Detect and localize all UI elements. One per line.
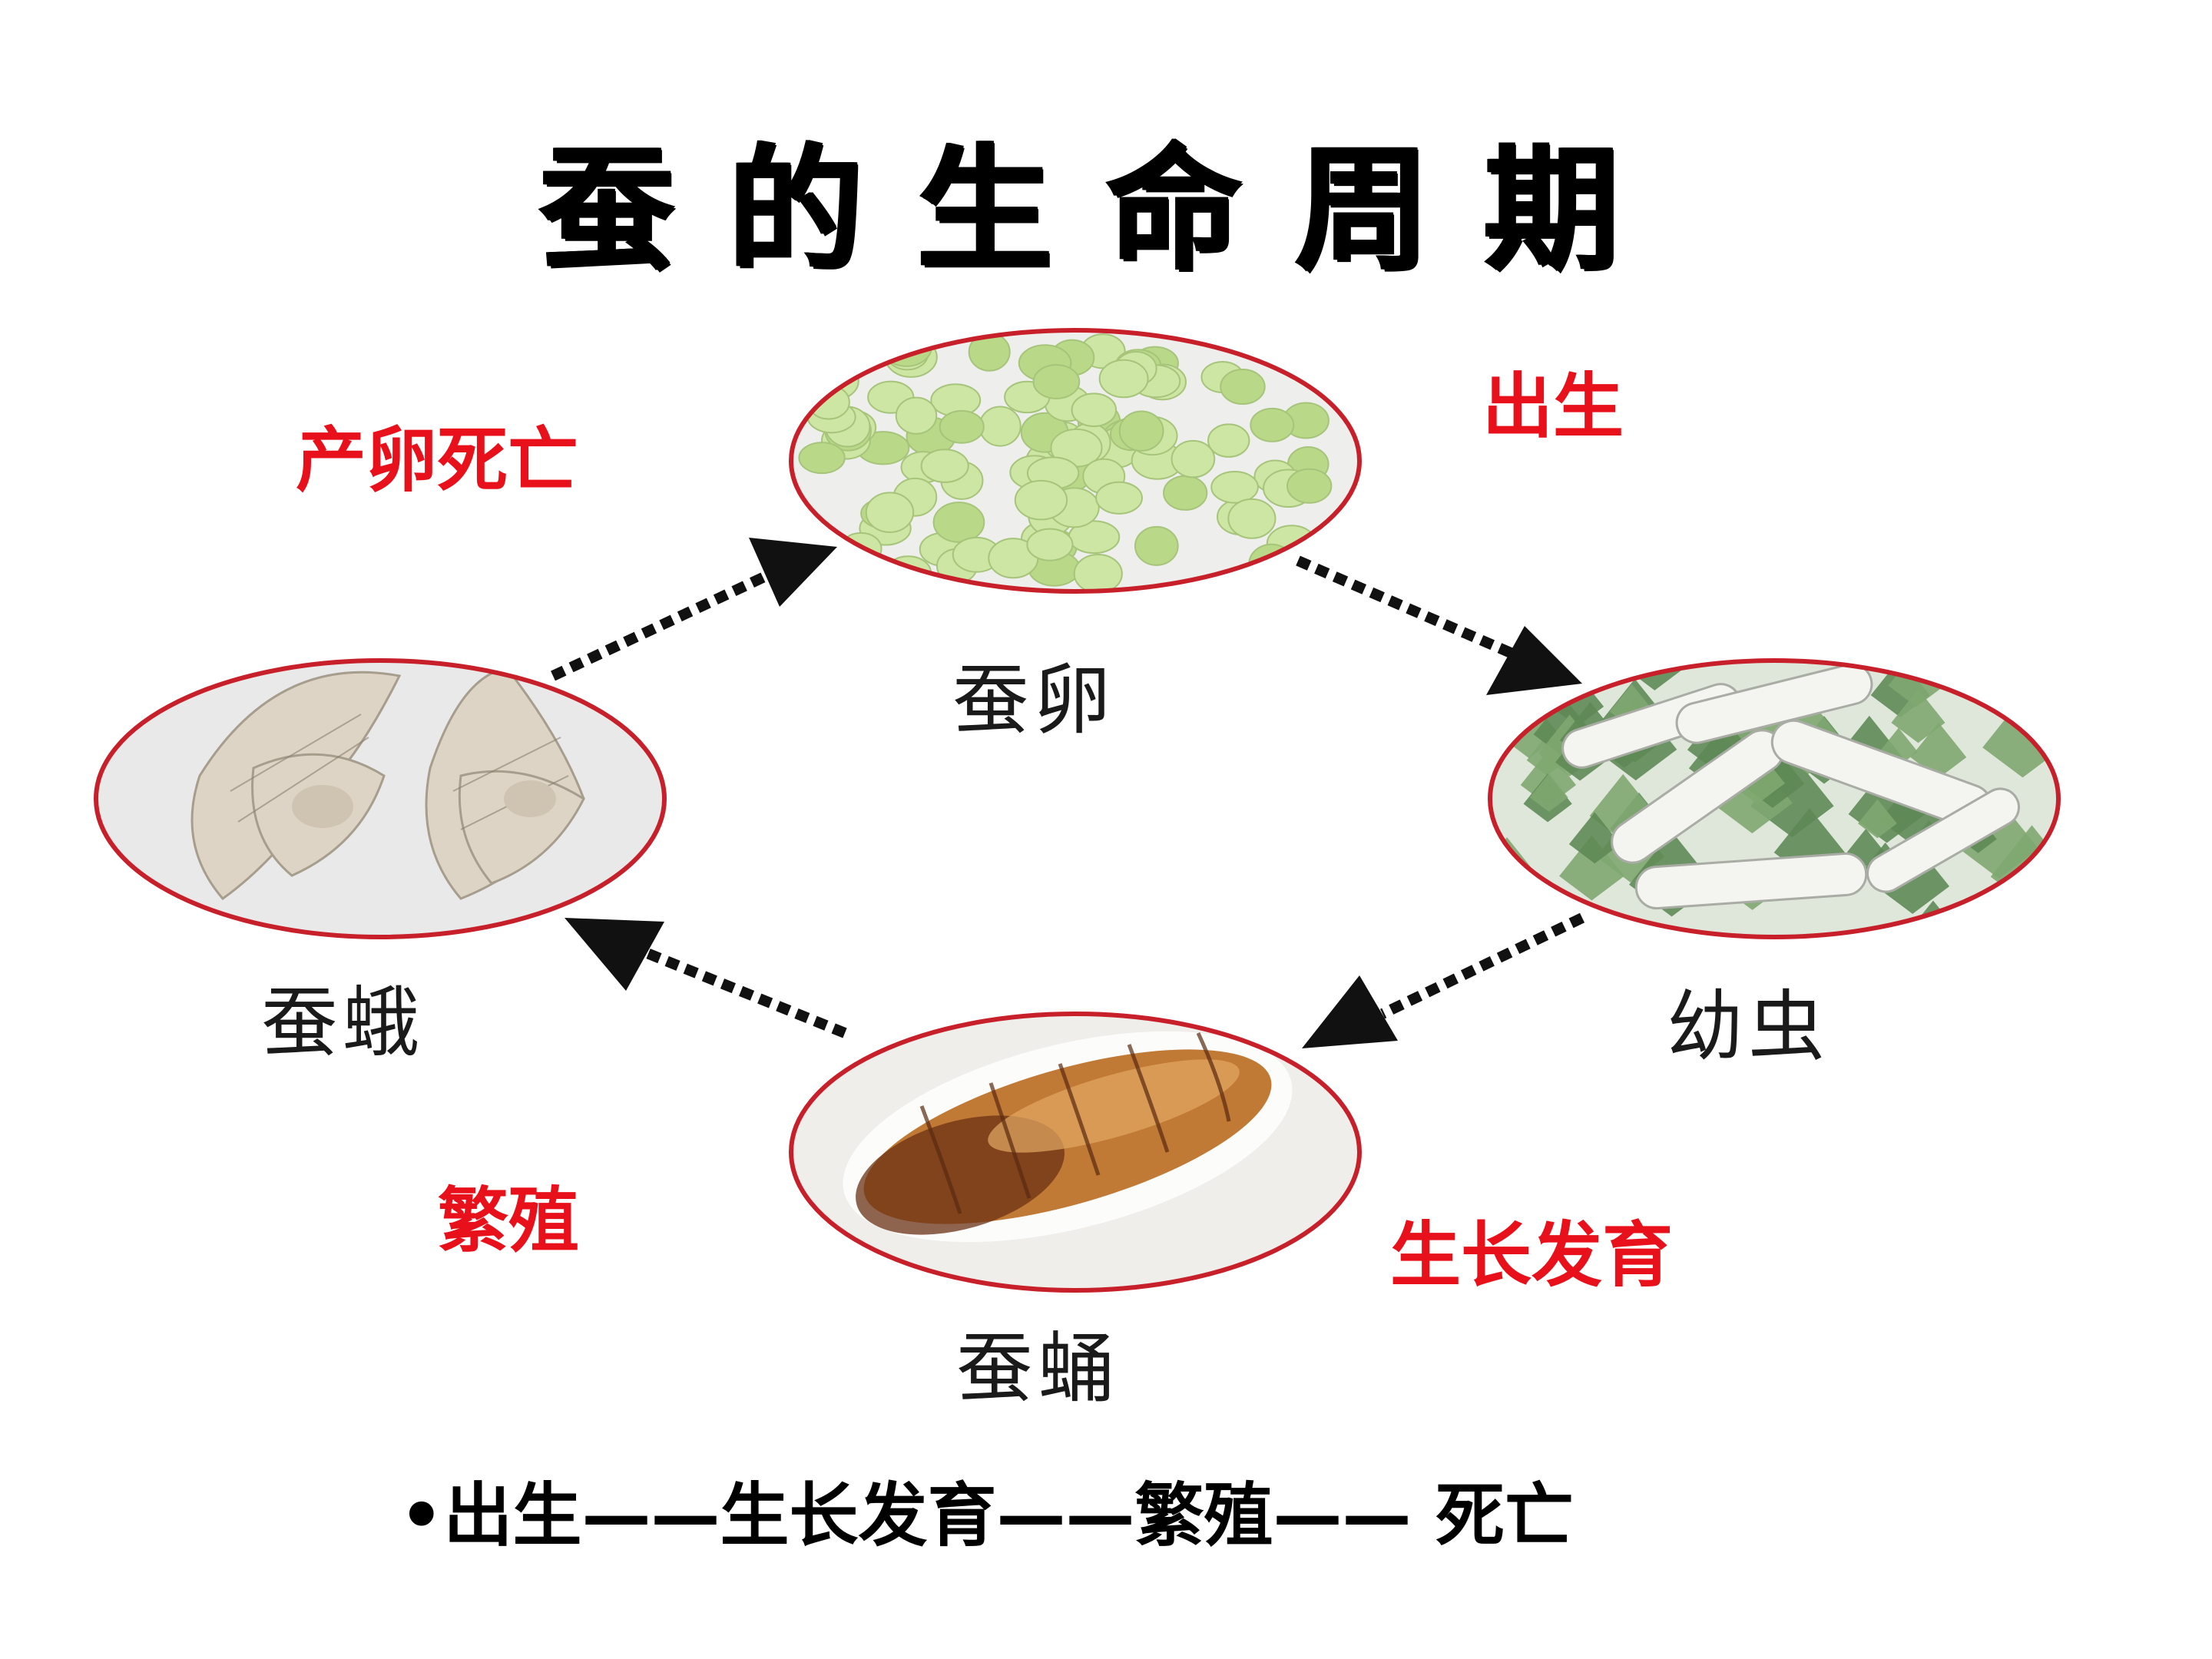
stage-label-moth: 蚕蛾 [261,978,424,1068]
egg-dot [1163,475,1208,511]
arrowhead-larva [1486,626,1582,695]
page-title: 蚕的生命周期 [538,131,1673,289]
egg-dot [920,449,969,483]
egg-image [789,328,1362,594]
leaf [1490,881,1534,937]
egg-dot [1032,364,1081,399]
egg-dot [1207,423,1250,458]
label-lay-eggs-death: 产卵死亡 [296,419,579,502]
egg-dot [1026,528,1074,561]
egg-dot [979,406,1022,447]
egg-dot [1098,359,1149,399]
egg-dot [1210,470,1259,504]
arrowhead-pupa [1302,975,1398,1048]
leaf [1910,722,1967,779]
egg-dot [932,502,985,543]
arrows [551,538,1585,1048]
leaf [1559,835,1624,901]
egg-dot [806,384,850,420]
egg-dot [939,409,985,444]
egg-dot [1095,481,1143,515]
summary-line: •出生——生长发育——繁殖—— 死亡 [399,1459,1574,1559]
moth-image [94,658,667,939]
egg-dot [1134,525,1179,566]
label-growth: 生长发育 [1390,1214,1674,1296]
egg-dot [895,396,938,435]
arrowhead-egg [749,538,837,607]
leaf [1959,799,2039,879]
egg-dot [1171,439,1216,478]
egg-dot [1286,468,1333,504]
leaf [2008,871,2058,920]
egg-dot [1250,407,1295,442]
egg-dot [1071,392,1118,428]
arrow-egg-to-larva [1296,555,1531,666]
egg-dot [1073,554,1123,591]
egg-dot [1227,498,1277,539]
bullet: • [399,1475,444,1556]
stage-label-pupa: 蚕蛹 [956,1323,1119,1413]
summary-text: 出生——生长发育——繁殖—— 死亡 [443,1475,1574,1556]
egg-dot [1220,369,1266,406]
leaf [1529,773,1568,812]
egg-dot [865,492,915,533]
leaf [1857,799,1897,839]
stage-label-larva: 幼虫 [1667,982,1830,1071]
leaf [1568,812,1621,864]
arrow-pupa-to-moth [643,947,847,1038]
pupa-image [789,1012,1362,1293]
arrowhead-moth [565,918,664,991]
stage-label-egg: 蚕卵 [952,655,1115,745]
egg-dot [798,442,846,475]
egg-dot [1118,410,1164,452]
arrow-moth-to-egg [551,555,801,681]
label-reproduction: 繁殖 [438,1180,580,1262]
egg-dot [1014,479,1068,521]
label-birth: 出生 [1482,366,1624,448]
leaf [1891,689,1945,743]
leaf [2031,661,2058,687]
leaf [1996,661,2050,689]
arrow-larva-to-pupa [1379,912,1585,1019]
